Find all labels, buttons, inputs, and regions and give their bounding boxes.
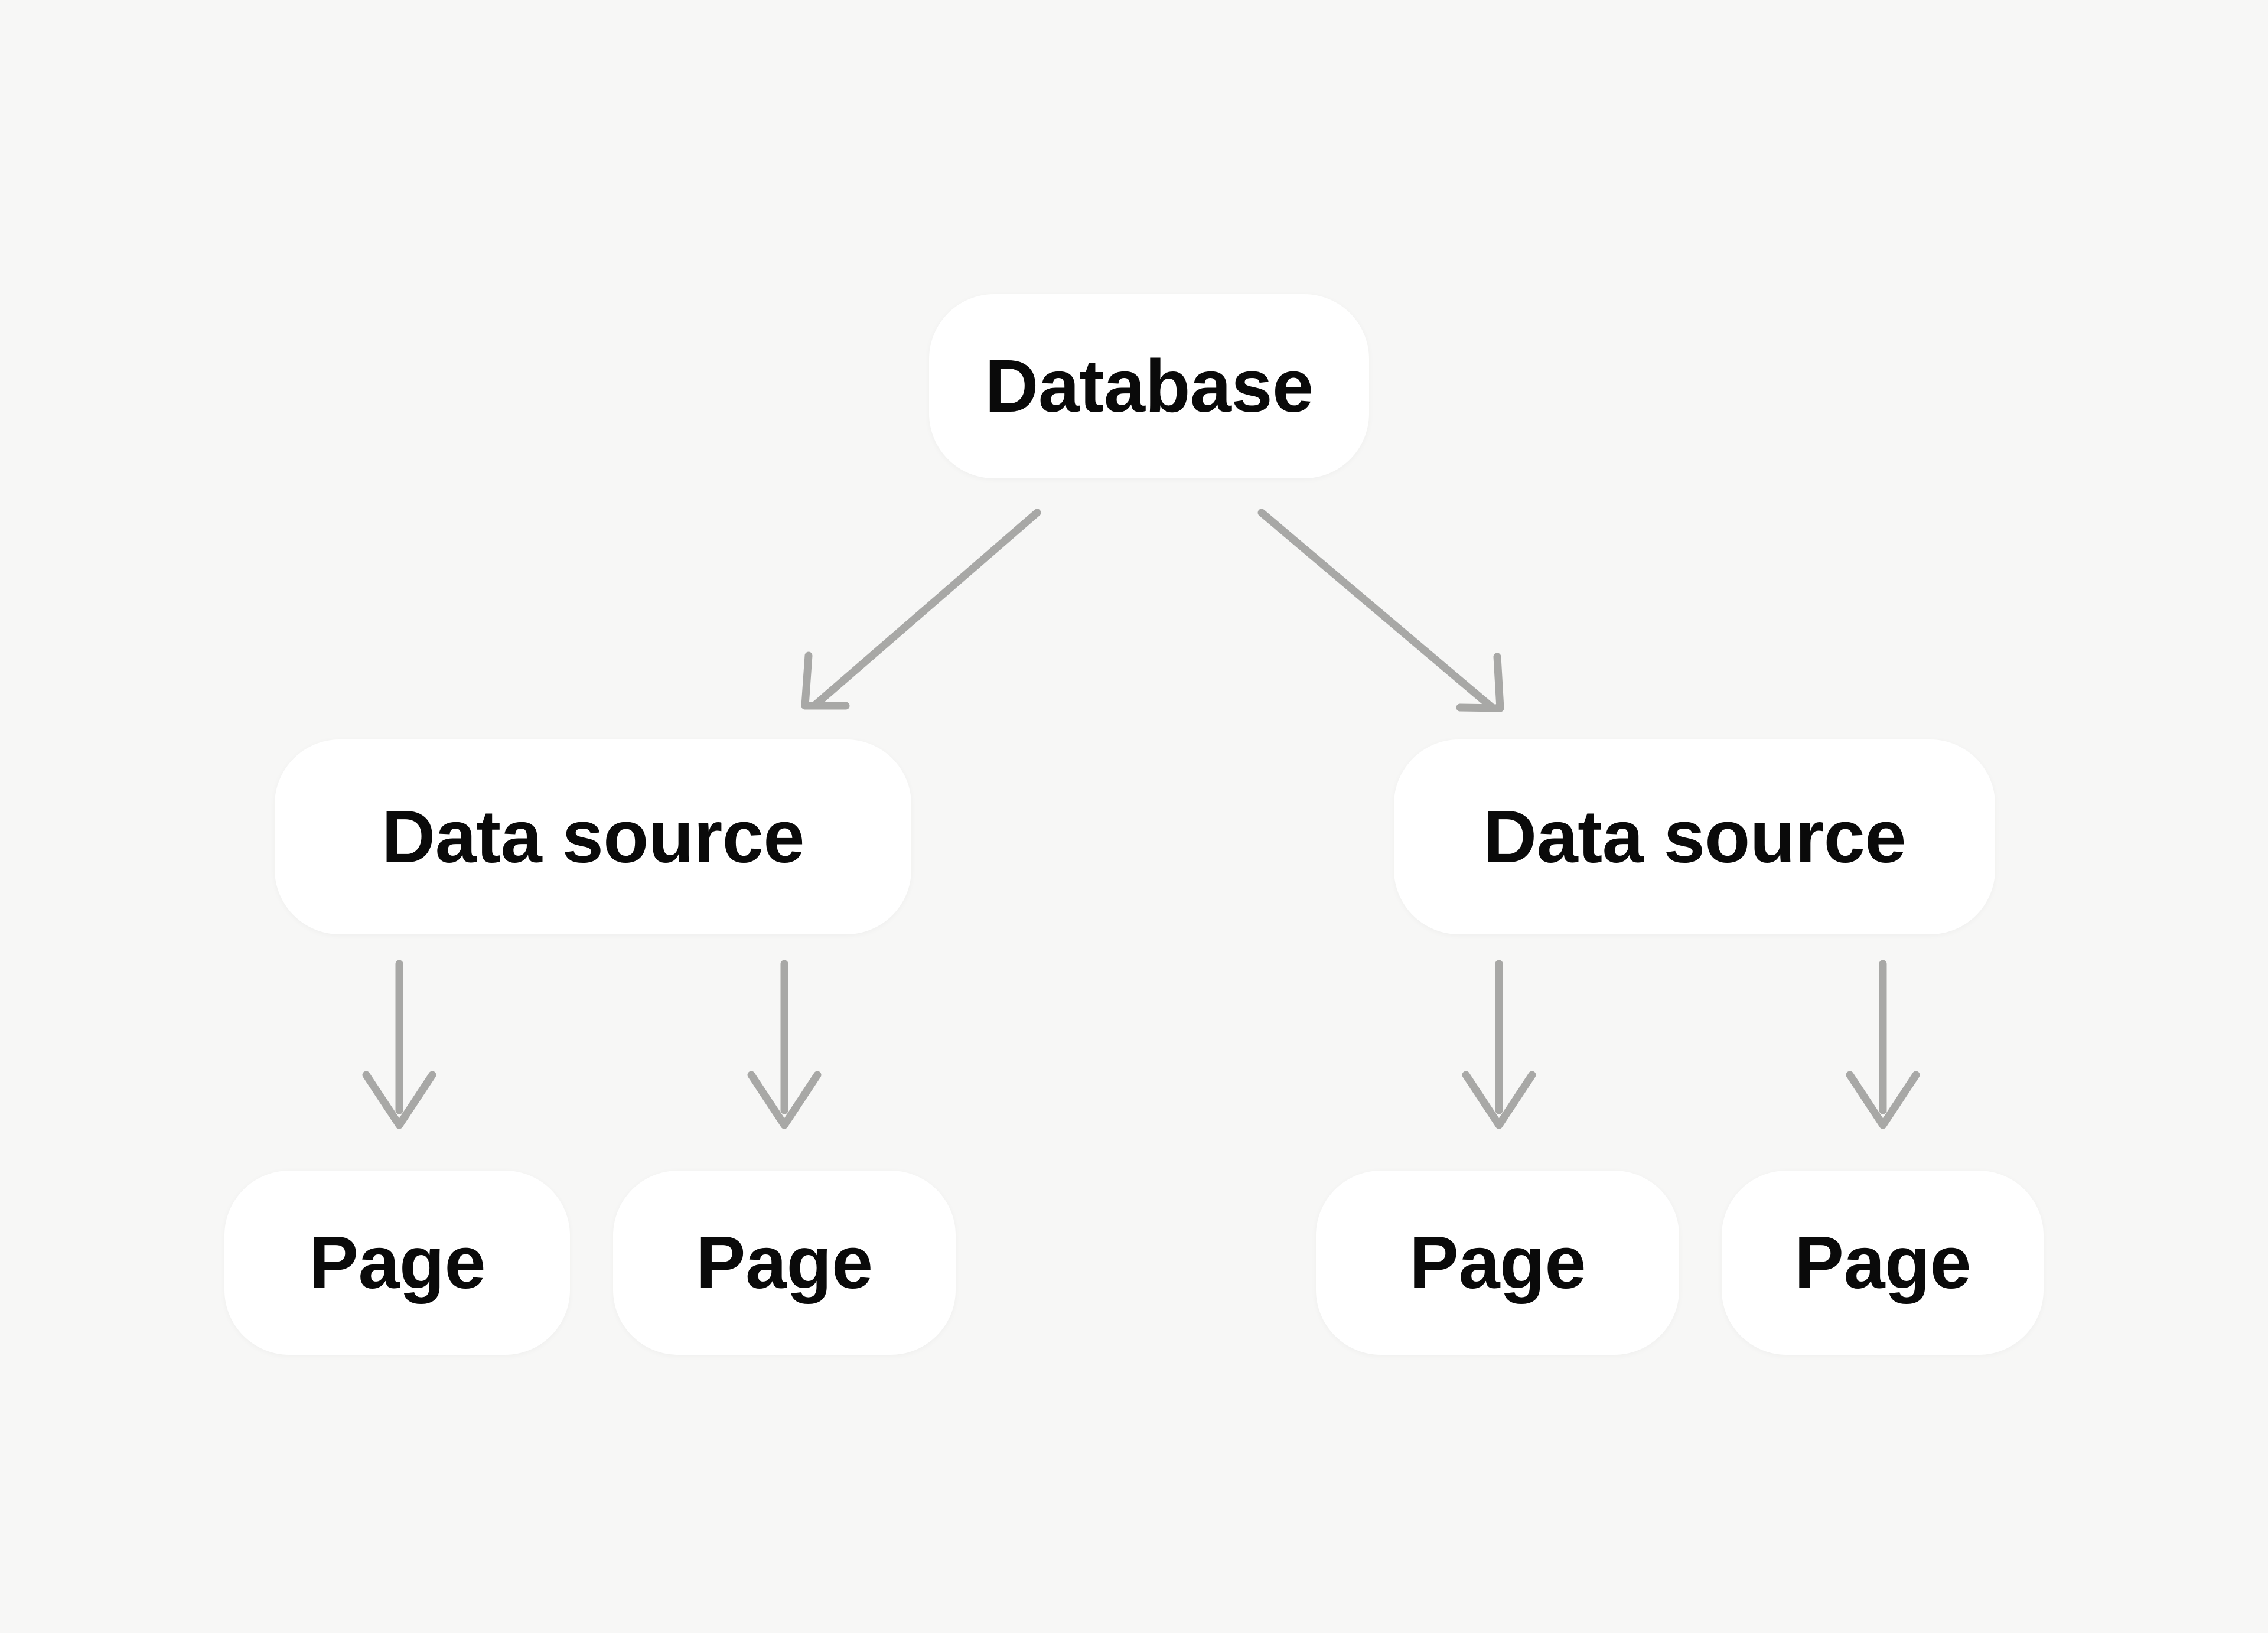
node-page-3-label: Page <box>1409 1221 1586 1304</box>
edge-left-data-source-to-page-1 <box>362 960 436 1129</box>
node-page-4-label: Page <box>1794 1221 1972 1304</box>
edge-right-data-source-to-page-3 <box>1462 960 1536 1129</box>
edge-database-to-right-data-source <box>1257 509 1504 712</box>
node-data-source-left-label: Data source <box>382 795 804 878</box>
node-page-3[interactable]: Page <box>1316 1171 1679 1355</box>
node-page-1-label: Page <box>308 1221 486 1304</box>
edge-database-to-left-data-source <box>801 509 1041 710</box>
node-page-1[interactable]: Page <box>224 1171 570 1355</box>
edge-left-data-source-to-page-2 <box>747 960 822 1129</box>
edge-right-data-source-to-page-4 <box>1846 960 1920 1129</box>
node-page-4[interactable]: Page <box>1722 1171 2044 1355</box>
node-data-source-right[interactable]: Data source <box>1394 739 1995 934</box>
node-page-2-label: Page <box>696 1221 873 1304</box>
node-database-label: Database <box>985 344 1314 428</box>
node-database[interactable]: Database <box>929 294 1369 478</box>
node-data-source-right-label: Data source <box>1483 795 1906 878</box>
node-page-2[interactable]: Page <box>613 1171 956 1355</box>
node-data-source-left[interactable]: Data source <box>275 739 911 934</box>
